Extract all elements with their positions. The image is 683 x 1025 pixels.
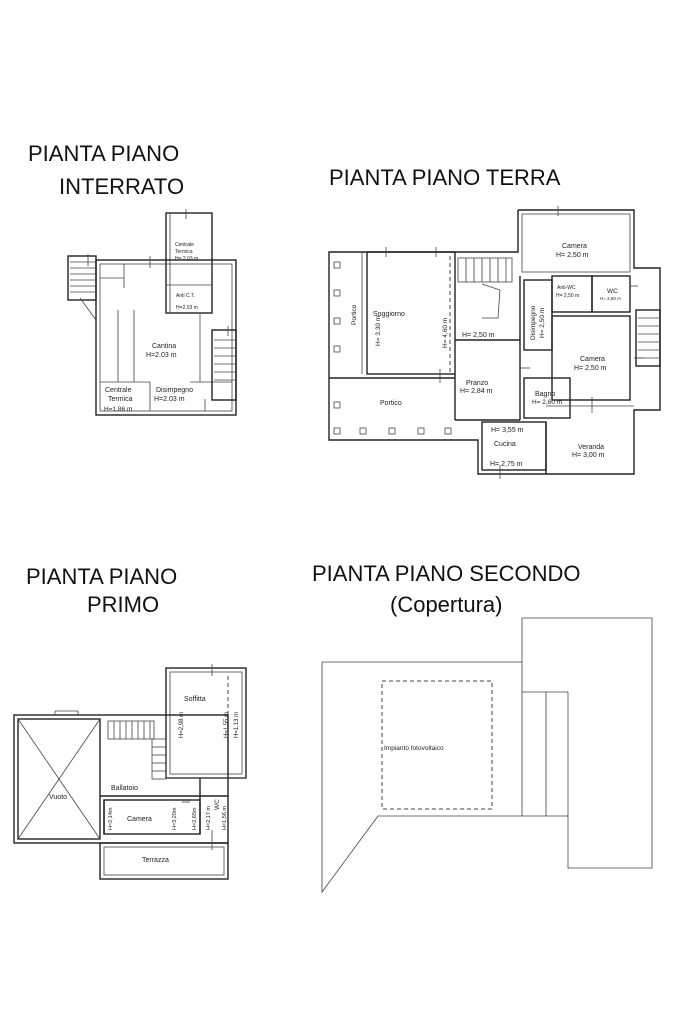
terra-portico-side-label: Portico [351,304,358,325]
interrato-tower-walls [165,212,213,314]
terra-wc-height: H= 2,50 m [600,296,621,301]
interrato-anti-ct-height: H=2.03 m [176,305,198,311]
interrato-centrale-termica-label2: Termica [108,396,133,403]
title-interrato-line1: PIANTA PIANO [28,141,180,166]
plan-interrato: Centrale Termica H= 2.03 m Anti C.T. H=2… [67,209,237,416]
terra-wc-label: WC [607,288,618,295]
terra-cucina-height-top: H= 3,55 m [491,427,524,434]
secondo-roof-outline [321,617,653,894]
interrato-disimpegno-label: Disimpegno [156,387,193,394]
terra-veranda-height: H= 3,00 m [572,452,605,459]
terra-soggiorno-height: H= 3,30 m [375,316,382,346]
interrato-centrale-termica-top-label1: Centrale [175,242,194,248]
title-primo-line2: PRIMO [87,592,160,617]
primo-wc-label: WC [214,799,221,810]
primo-camera-height3: H=2,65m [192,807,198,830]
primo-soffitta-label: Soffitta [184,696,206,703]
terra-soggiorno-label: Soggiorno [373,311,405,318]
primo-soffitta-height1: H=2,98 m [179,712,185,738]
title-interrato-line2: INTERRATO [59,174,185,199]
terra-disimpegno-height: H= 2,50 m [539,308,546,338]
terra-anti-wc-height: H= 2,50 m [556,293,579,299]
primo-wc-height1: H=2,17 m [206,806,212,830]
interrato-centrale-termica-label1: Centrale [105,387,132,394]
terra-bagno-label: Bagno [535,391,555,398]
primo-vuoto-label: Vuoto [49,794,67,801]
primo-camera-height1: H=2,14m [108,807,114,830]
terra-pranzo-label: Pranzo [466,380,488,387]
terra-camera-right-height: H= 2,50 m [574,365,607,372]
primo-soffitta-height2: H=1,55 m [224,712,230,738]
terra-camera-top-label: Camera [562,243,587,250]
terra-cucina-label: Cucina [494,441,516,448]
interrato-centrale-termica-height: H=1.86 m [104,406,132,413]
interrato-centrale-termica-top-height: H= 2.03 m [175,256,198,262]
primo-terrazza-label: Terrazza [142,857,169,864]
terra-camera-top-height: H= 2,50 m [556,252,589,259]
interrato-centrale-termica-top-label2: Termica [175,249,193,255]
plan-primo: Soffitta H=2,98 m H=1,55 m H=1,13 m Vuot… [13,664,247,880]
primo-ballatoio-label: Ballatoio [111,785,138,792]
terra-veranda-label: Veranda [578,444,604,451]
secondo-impianto-label: Impianto fotovoltaico [384,745,444,752]
title-secondo-line1: PIANTA PIANO SECONDO [312,561,581,586]
primo-wc-height2: H=1,56 m [222,806,228,830]
interrato-anti-ct-label: Anti C.T. [176,293,195,299]
terra-anti-wc-label: Anti-WC [557,285,576,291]
title-primo-line1: PIANTA PIANO [26,564,178,589]
terra-bagno-height: H= 2,60 m [532,399,562,406]
terra-height-250: H= 2,50 m [462,332,495,339]
terra-disimpegno-label: Disimpegno [530,305,537,340]
primo-camera-label: Camera [127,816,152,823]
title-terra: PIANTA PIANO TERRA [329,165,561,190]
primo-soffitta-height3: H=1,13 m [234,712,240,738]
terra-portico-front-label: Portico [380,400,402,407]
plan-terra: Camera H= 2,50 m Anti-WC H= 2,50 m WC H=… [328,206,661,479]
primo-camera-height2: H=3,20m [172,807,178,830]
plan-secondo: Impianto fotovoltaico [321,617,653,894]
terra-cucina-height: H= 2,75 m [490,461,523,468]
terra-outer-walls [328,209,661,475]
terra-pranzo-height: H= 2,84 m [460,388,493,395]
terra-height-460: H= 4,60 m [442,318,449,348]
title-secondo-line2: (Copertura) [390,592,503,617]
terra-camera-right-label: Camera [580,356,605,363]
interrato-cantina-label: Cantina [152,343,176,350]
interrato-disimpegno-height: H=2.03 m [154,396,185,403]
interrato-cantina-height: H=2.03 m [146,352,177,359]
